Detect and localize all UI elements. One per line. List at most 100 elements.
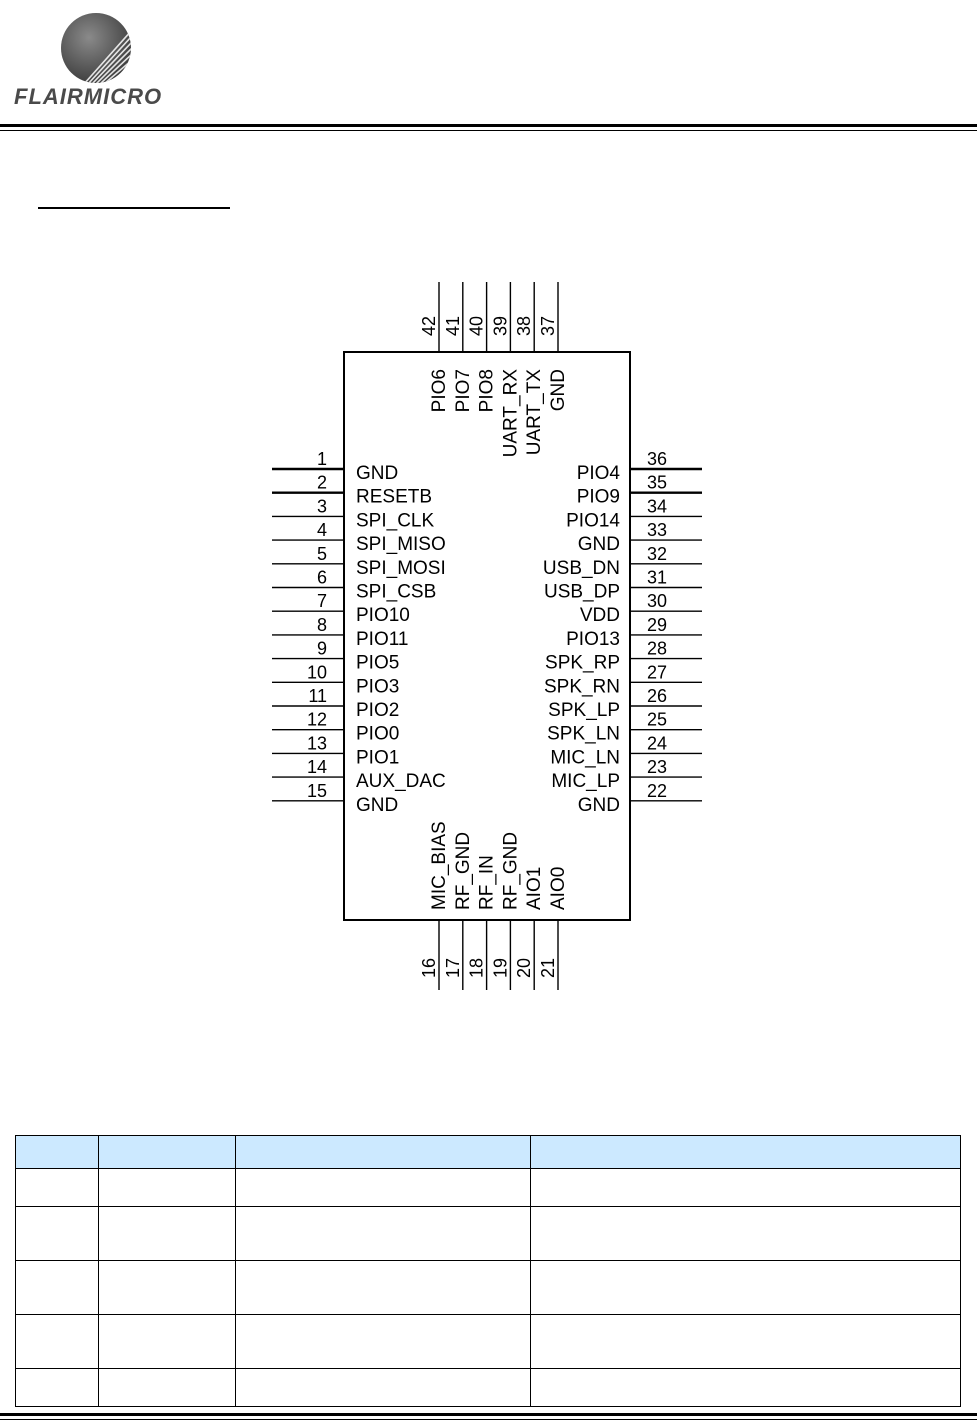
table-cell	[235, 1206, 531, 1261]
pin-number-18: 18	[467, 958, 487, 978]
pin-label-spi-miso: SPI_MISO	[356, 534, 446, 555]
pin-label-spi-mosi: SPI_MOSI	[356, 558, 446, 579]
pin-number-35: 35	[647, 473, 667, 493]
pin-label-pio4: PIO4	[577, 463, 621, 484]
pin-label-mic-ln: MIC_LN	[550, 747, 620, 768]
pin-number-36: 36	[647, 449, 667, 469]
table-cell	[15, 1168, 99, 1207]
pin-label-spi-csb: SPI_CSB	[356, 582, 436, 603]
pin-number-19: 19	[490, 958, 510, 978]
table-cell	[15, 1314, 99, 1369]
pin-label-pio7: PIO7	[453, 369, 474, 412]
table-cell	[530, 1168, 961, 1207]
table-cell	[98, 1206, 236, 1261]
table-header-cell	[15, 1135, 99, 1169]
pin-number-21: 21	[538, 958, 558, 978]
pin-label-vdd: VDD	[580, 605, 620, 626]
pin-label-pio6: PIO6	[429, 369, 450, 412]
pin-label-rf-gnd: RF_GND	[500, 832, 521, 910]
pin-label-pio1: PIO1	[356, 747, 399, 768]
table-cell	[530, 1260, 961, 1315]
table-cell	[15, 1206, 99, 1261]
pin-label-spk-lp: SPK_LP	[548, 700, 620, 721]
table-row	[15, 1260, 961, 1315]
pin-number-6: 6	[317, 568, 327, 588]
pin-number-13: 13	[307, 733, 327, 753]
pin-label-uart-rx: UART_RX	[500, 369, 521, 458]
pin-label-aio1: AIO1	[524, 867, 545, 910]
pin-number-11: 11	[308, 686, 327, 706]
pin-label-mic-bias: MIC_BIAS	[429, 821, 450, 910]
pin-label-gnd: GND	[578, 795, 620, 816]
pin-number-16: 16	[419, 958, 439, 978]
pin-number-40: 40	[467, 316, 487, 336]
table-row	[15, 1206, 961, 1261]
table-cell	[98, 1260, 236, 1315]
pin-number-10: 10	[307, 662, 327, 682]
pin-label-gnd: GND	[356, 795, 398, 816]
pin-label-uart-tx: UART_TX	[524, 369, 545, 456]
pin-label-usb-dn: USB_DN	[543, 558, 620, 579]
pin-number-23: 23	[647, 757, 667, 777]
pin-number-33: 33	[647, 520, 667, 540]
pin-number-25: 25	[647, 710, 667, 730]
pin-number-37: 37	[538, 316, 558, 336]
pin-number-15: 15	[307, 781, 327, 801]
pin-number-12: 12	[307, 710, 327, 730]
pin-label-pio13: PIO13	[566, 629, 620, 650]
table-cell	[15, 1260, 99, 1315]
pin-label-rf-gnd: RF_GND	[453, 832, 474, 910]
pin-number-29: 29	[647, 615, 667, 635]
pin-table	[15, 1135, 961, 1407]
pin-label-pio11: PIO11	[356, 629, 408, 650]
pin-number-42: 42	[419, 316, 439, 336]
table-row	[15, 1168, 961, 1207]
pin-number-41: 41	[443, 316, 463, 336]
pin-label-spi-clk: SPI_CLK	[356, 510, 434, 531]
pin-number-4: 4	[317, 520, 327, 540]
pin-number-22: 22	[647, 781, 667, 801]
table-cell	[530, 1314, 961, 1369]
header-rule	[0, 124, 977, 127]
pin-label-pio0: PIO0	[356, 724, 399, 745]
section-heading-underline	[38, 207, 230, 209]
pin-label-spk-rn: SPK_RN	[544, 676, 620, 697]
pin-number-3: 3	[317, 496, 327, 516]
pin-label-gnd: GND	[356, 463, 398, 484]
pin-label-pio14: PIO14	[566, 510, 620, 531]
pin-number-20: 20	[514, 958, 534, 978]
table-header-cell	[235, 1135, 531, 1169]
footer-rule	[0, 1413, 977, 1416]
pin-label-pio5: PIO5	[356, 653, 399, 674]
pin-number-2: 2	[317, 473, 327, 493]
pin-label-rf-in: RF_IN	[477, 855, 498, 910]
pin-label-pio9: PIO9	[577, 487, 620, 508]
pin-number-39: 39	[490, 316, 510, 336]
flairmicro-logo-icon	[61, 13, 131, 83]
pin-number-9: 9	[317, 639, 327, 659]
pin-number-14: 14	[307, 757, 327, 777]
pin-label-aio0: AIO0	[548, 867, 569, 910]
pin-label-gnd: GND	[578, 534, 620, 555]
table-cell	[98, 1314, 236, 1369]
pin-label-mic-lp: MIC_LP	[551, 771, 620, 792]
pin-number-31: 31	[647, 568, 667, 588]
table-row	[15, 1368, 961, 1407]
table-cell	[98, 1168, 236, 1207]
pin-number-5: 5	[317, 544, 327, 564]
logo-wordmark: FLAIRMICRO	[14, 84, 163, 109]
pin-label-spk-ln: SPK_LN	[547, 724, 620, 745]
table-cell	[235, 1168, 531, 1207]
footer-rule-thin	[0, 1419, 977, 1420]
pin-number-30: 30	[647, 591, 667, 611]
pin-number-38: 38	[514, 316, 534, 336]
pin-number-17: 17	[443, 958, 463, 978]
pin-label-pio2: PIO2	[356, 700, 399, 721]
pin-label-pio3: PIO3	[356, 676, 399, 697]
table-cell	[235, 1260, 531, 1315]
pin-label-aux-dac: AUX_DAC	[356, 771, 446, 792]
table-cell	[530, 1206, 961, 1261]
pin-number-1: 1	[317, 449, 327, 469]
pin-number-34: 34	[647, 496, 667, 516]
table-cell	[530, 1368, 961, 1407]
